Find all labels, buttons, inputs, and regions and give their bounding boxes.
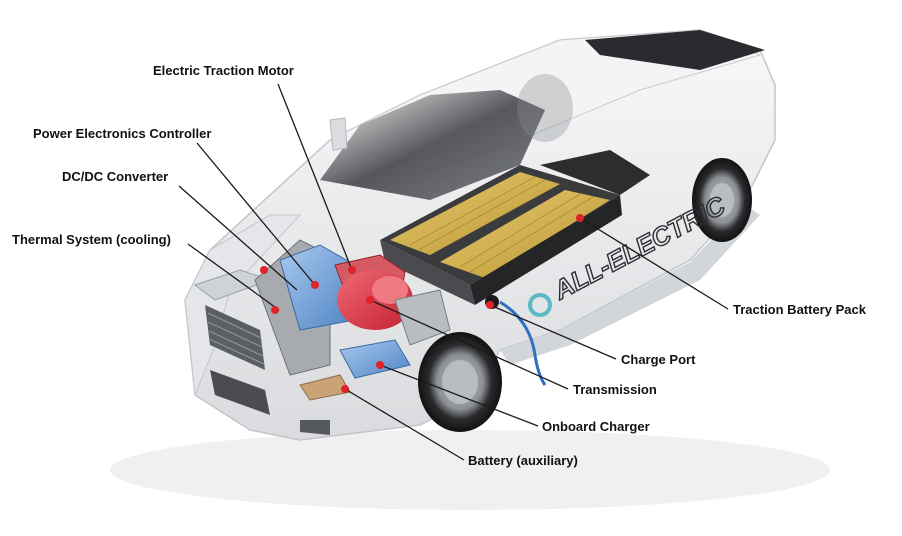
ground-shadow (110, 430, 830, 510)
leader-lines (178, 83, 729, 461)
label-charge-port: Charge Port (621, 352, 696, 367)
motor-end-cap (372, 276, 408, 304)
label-dcdc-converter: DC/DC Converter (62, 169, 169, 184)
rear-wheel (692, 158, 752, 242)
rear-wheel-far (517, 74, 573, 142)
label-auxiliary-battery: Battery (auxiliary) (468, 453, 578, 468)
label-traction-battery-pack: Traction Battery Pack (733, 302, 866, 317)
label-electric-traction-motor: Electric Traction Motor (153, 63, 294, 78)
transmission (394, 289, 451, 346)
onboard-charger (339, 339, 411, 379)
label-power-electronics-controller: Power Electronics Controller (33, 126, 212, 141)
front-wheel (418, 332, 502, 432)
traction-battery-pack (380, 150, 650, 305)
label-thermal-system: Thermal System (cooling) (12, 232, 171, 247)
label-transmission: Transmission (573, 382, 657, 397)
pointer-dots (260, 214, 584, 393)
label-onboard-charger: Onboard Charger (542, 419, 650, 434)
